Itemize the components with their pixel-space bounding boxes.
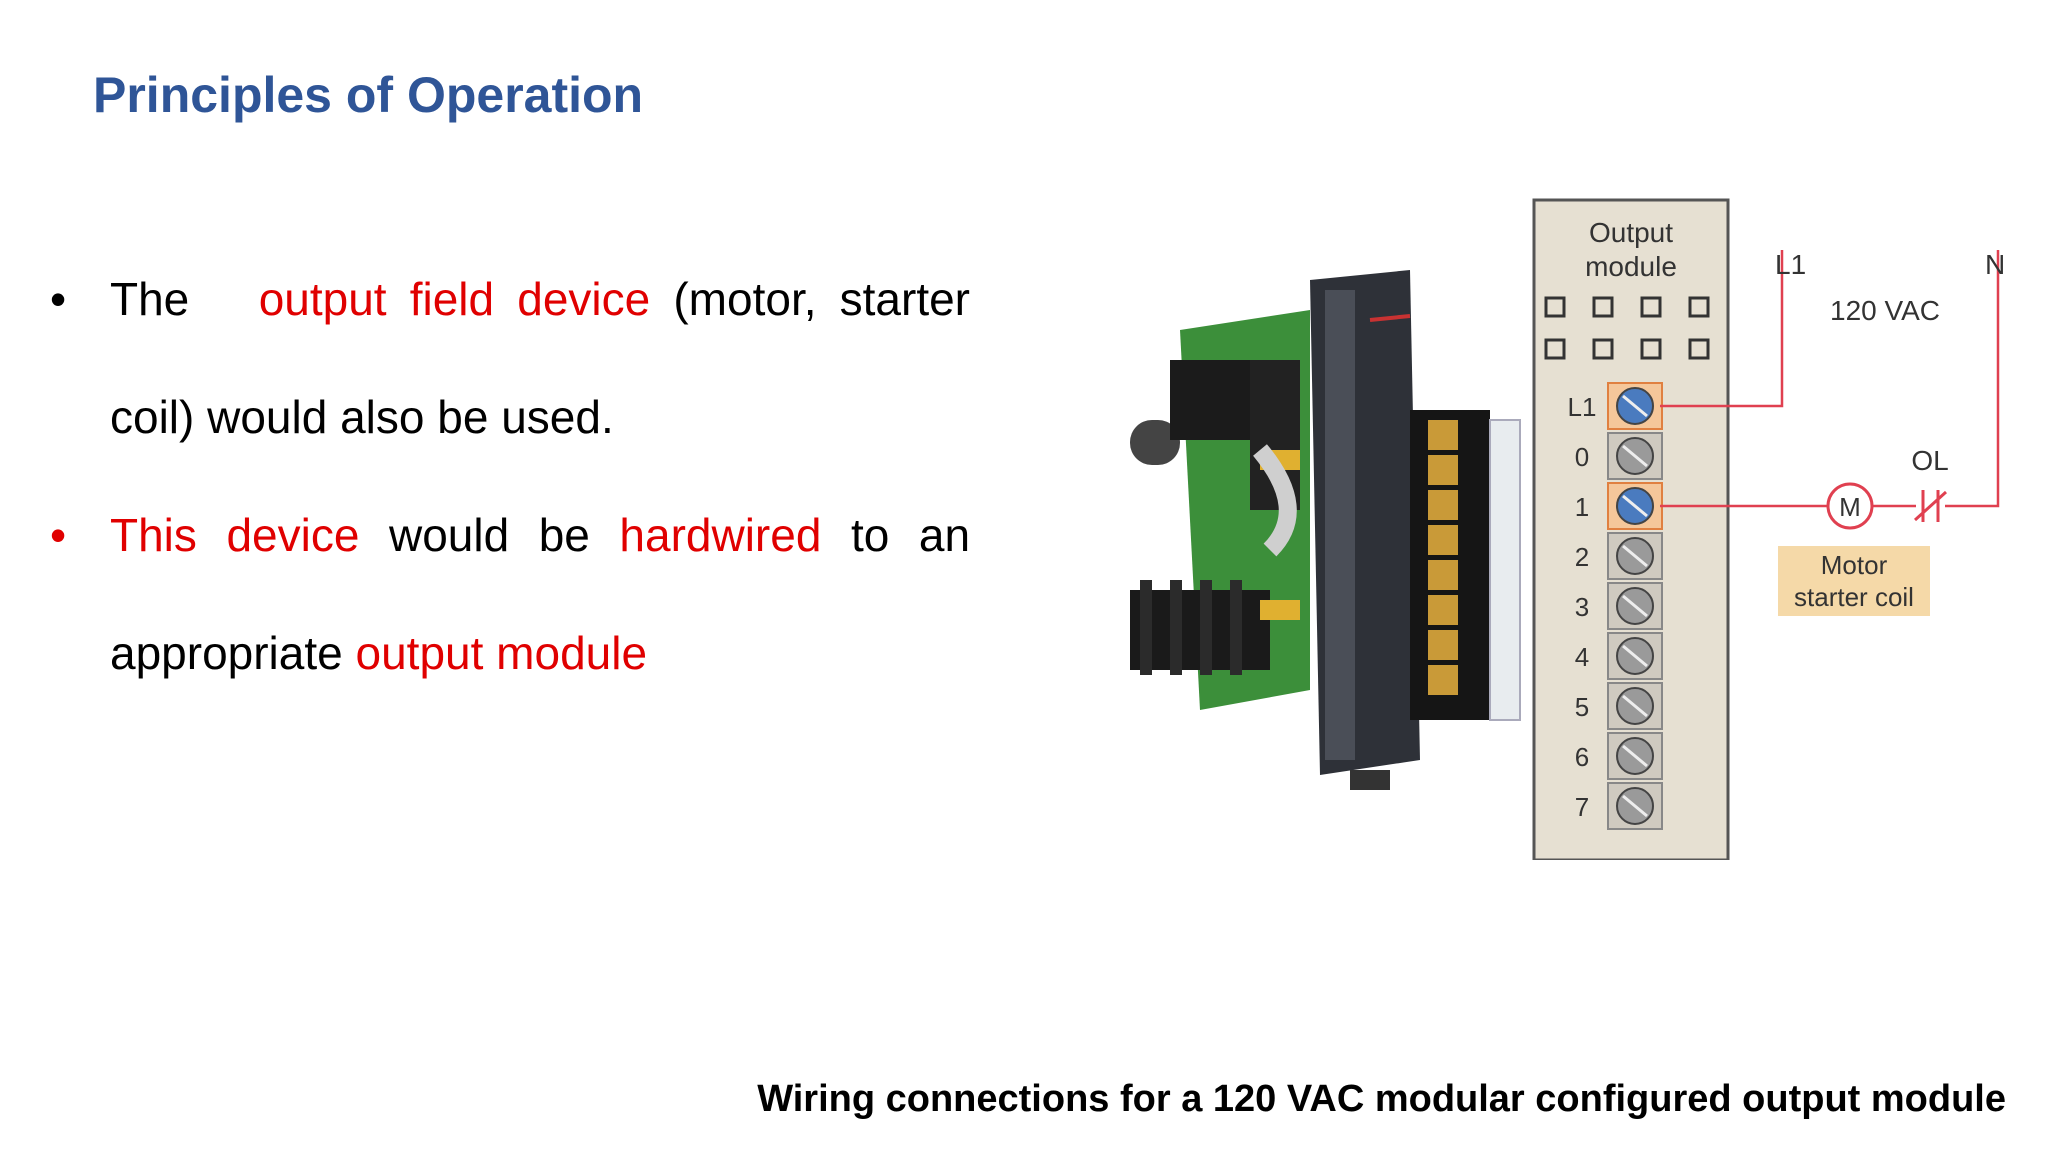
bullet-text: coil) would also be used. bbox=[110, 391, 614, 443]
bullet-marker: • bbox=[50, 509, 67, 561]
status-indicators bbox=[1544, 296, 1710, 360]
motor-coil-symbol bbox=[1826, 482, 1874, 530]
terminal-label: 2 bbox=[1575, 542, 1589, 572]
terminal-label: 7 bbox=[1575, 792, 1589, 822]
bullet-line: The output field device (motor, starter bbox=[110, 240, 970, 358]
neutral-label: N bbox=[1985, 249, 2005, 280]
bullet-list: • The output field device (motor, starte… bbox=[50, 240, 970, 712]
heatsink bbox=[1130, 580, 1270, 675]
module-title: Output bbox=[1589, 217, 1673, 248]
slide-title: Principles of Operation bbox=[93, 67, 644, 123]
bullet-marker: • bbox=[50, 273, 67, 325]
relay-block bbox=[1170, 360, 1260, 440]
bullet-line: This device would be hardwired to an bbox=[110, 476, 970, 594]
voltage-label: 120 VAC bbox=[1830, 295, 1940, 326]
terminal-strip: L1 0 1 2 3 4 5 6 7 bbox=[1568, 382, 1663, 830]
bullet-item-1: • The output field device (motor, starte… bbox=[50, 240, 970, 476]
terminal-block bbox=[1410, 410, 1521, 721]
terminal-label: 0 bbox=[1575, 442, 1589, 472]
terminal-label: 4 bbox=[1575, 642, 1589, 672]
coil-label-box bbox=[1778, 546, 1930, 616]
motor-symbol: M bbox=[1839, 492, 1861, 522]
figure-caption: Wiring connections for a 120 VAC modular… bbox=[757, 1078, 2006, 1120]
bullet-line: coil) would also be used. bbox=[110, 358, 970, 476]
highlight-text: hardwired bbox=[619, 509, 822, 561]
l1-label: L1 bbox=[1775, 249, 1806, 280]
terminal-label: 6 bbox=[1575, 742, 1589, 772]
terminal-label: L1 bbox=[1568, 392, 1597, 422]
bullet-text: (motor, starter bbox=[673, 273, 971, 325]
bullet-text: would be bbox=[388, 509, 590, 561]
overload-contact-symbol bbox=[1913, 490, 1948, 522]
capacitor bbox=[1130, 420, 1180, 465]
module-title: module bbox=[1585, 251, 1677, 282]
plc-output-module-photo bbox=[1130, 270, 1521, 790]
highlight-text: output field device bbox=[258, 273, 651, 325]
highlight-text: output module bbox=[355, 627, 648, 679]
terminal-label: 5 bbox=[1575, 692, 1589, 722]
bullet-line: appropriate output module bbox=[110, 594, 970, 712]
highlight-text: This device bbox=[110, 509, 360, 561]
terminal-label: 1 bbox=[1575, 492, 1589, 522]
bullet-text: appropriate bbox=[110, 627, 343, 679]
coil-label: Motor bbox=[1821, 550, 1888, 580]
bullet-item-2: • This device would be hardwired to an a… bbox=[50, 476, 970, 712]
bullet-text: The bbox=[110, 273, 190, 325]
ol-label: OL bbox=[1911, 445, 1948, 476]
coil-label: starter coil bbox=[1794, 582, 1914, 612]
wiring bbox=[1660, 250, 2000, 508]
bullet-text: to an bbox=[850, 509, 971, 561]
terminal-label: 3 bbox=[1575, 592, 1589, 622]
